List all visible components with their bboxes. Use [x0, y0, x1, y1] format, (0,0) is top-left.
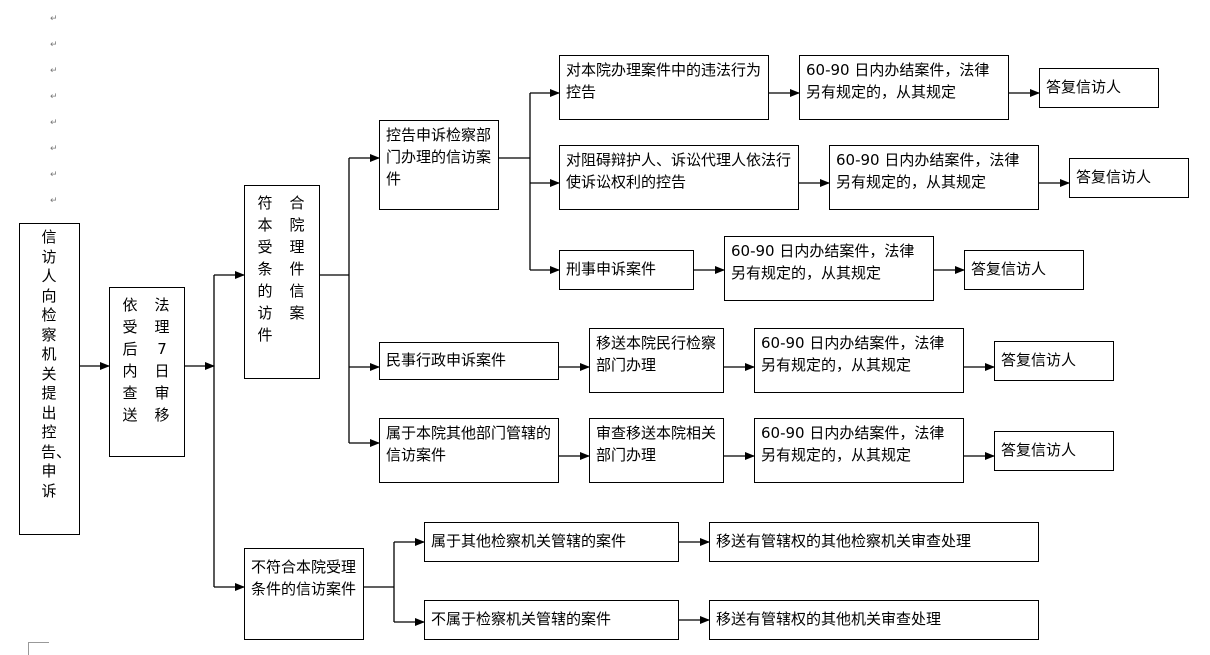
complaint-dept-cases-box: 控告申诉检察部门办理的信访案件	[379, 120, 499, 210]
obstruction-complaint-box: 对阻碍辩护人、诉讼代理人依法行使诉讼权利的控告	[559, 145, 799, 210]
criminal-appeal-box: 刑事申诉案件	[559, 250, 694, 290]
paragraph-mark: ↵	[50, 14, 58, 24]
start-node-box: 信访人向检察机关提出控告、申诉	[19, 223, 80, 535]
deadline-box-5: 60-90 日内办结案件，法律另有规定的，从其规定	[754, 418, 964, 483]
start-node-text: 信访人向检察机关提出控告、申诉	[41, 228, 72, 500]
civil-admin-appeal-box: 民事行政申诉案件	[379, 342, 559, 380]
reply-petitioner-box-4: 答复信访人	[994, 341, 1114, 381]
reply-petitioner-box-2: 答复信访人	[1069, 158, 1189, 198]
paragraph-mark: ↵	[50, 118, 58, 128]
deadline-box-4: 60-90 日内办结案件，法律另有规定的，从其规定	[754, 328, 964, 393]
reply-petitioner-box-3: 答复信访人	[964, 250, 1084, 290]
transfer-other-authority-box: 移送有管辖权的其他机关审查处理	[709, 600, 1039, 640]
paragraph-mark: ↵	[50, 40, 58, 50]
accept-within-7-days-box: 依受后内查送 法理7日审移	[109, 287, 185, 457]
reply-petitioner-box-1: 答复信访人	[1039, 68, 1159, 108]
paragraph-mark: ↵	[50, 144, 58, 154]
non-procuratorate-cases-box: 不属于检察机关管辖的案件	[424, 600, 679, 640]
transfer-related-dept-box: 审查移送本院相关部门办理	[589, 418, 724, 483]
paragraph-mark: ↵	[50, 170, 58, 180]
paragraph-mark: ↵	[50, 92, 58, 102]
other-procuratorate-cases-box: 属于其他检察机关管辖的案件	[424, 522, 679, 562]
qualified-cases-box: 符本受条的访件 合院理件信案	[244, 185, 320, 379]
reply-petitioner-box-5: 答复信访人	[994, 431, 1114, 471]
deadline-box-2: 60-90 日内办结案件，法律另有规定的，从其规定	[829, 145, 1039, 210]
accept-box-left-column: 依受后内查送	[122, 296, 138, 424]
accept-box-right-column: 法理7日审移	[154, 296, 170, 424]
deadline-box-3: 60-90 日内办结案件，法律另有规定的，从其规定	[724, 236, 934, 301]
unqualified-cases-box: 不符合本院受理条件的信访案件	[244, 548, 364, 640]
transfer-civil-dept-box: 移送本院民行检察部门办理	[589, 328, 724, 393]
qualified-box-right-column: 合院理件信案	[289, 194, 305, 322]
transfer-other-procuratorate-box: 移送有管辖权的其他检察机关审查处理	[709, 522, 1039, 562]
other-dept-cases-box: 属于本院其他部门管辖的信访案件	[379, 418, 559, 483]
page-corner-mark	[28, 642, 49, 655]
paragraph-mark: ↵	[50, 66, 58, 76]
paragraph-mark: ↵	[50, 196, 58, 206]
deadline-box-1: 60-90 日内办结案件，法律另有规定的，从其规定	[799, 55, 1009, 120]
violation-complaint-box: 对本院办理案件中的违法行为控告	[559, 55, 769, 120]
qualified-box-left-column: 符本受条的访件	[257, 194, 273, 344]
